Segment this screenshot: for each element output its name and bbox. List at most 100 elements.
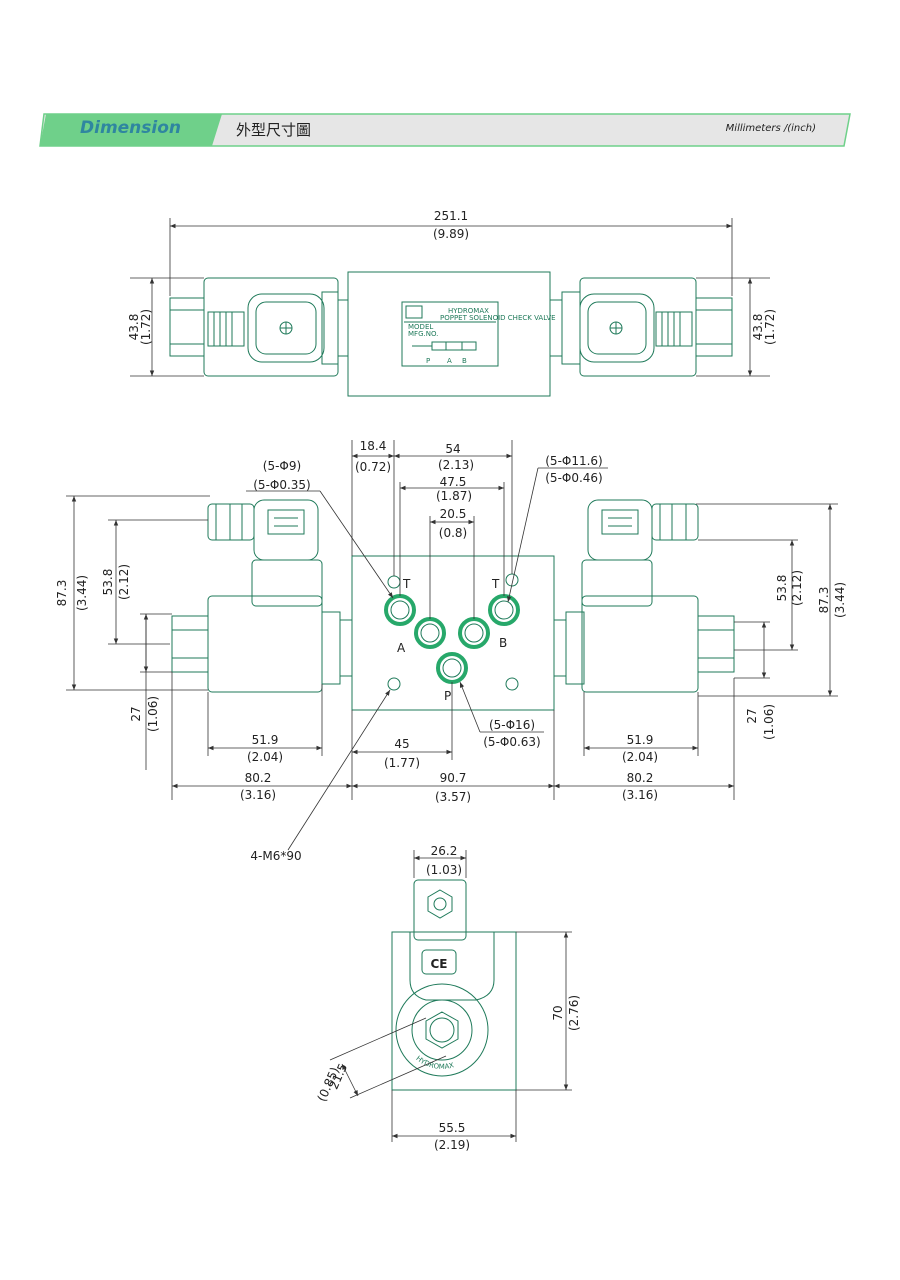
dim-54-mm: 54 (445, 442, 460, 456)
dim-right-519-in: (2.04) (622, 750, 658, 764)
dim-side-top-in: (1.03) (426, 863, 462, 877)
side-coil-ring (395, 983, 489, 1077)
front-view: T T A B P 18.4 (0.72) 54 (2.13) 47.5 (1.… (55, 439, 847, 863)
dim-475-in: (1.87) (436, 489, 472, 503)
dim-left-802-in: (3.16) (240, 788, 276, 802)
mount-thread-label: 4-M6*90 (250, 849, 301, 863)
top-right-solenoid (579, 277, 697, 377)
plate-mfg-label: MFG.NO. (408, 330, 438, 338)
plate-brand: HYDROMAX (448, 307, 489, 315)
plate-model-label: MODEL (408, 323, 433, 331)
dim-right-519-mm: 51.9 (627, 733, 654, 747)
dim-45-in: (1.77) (384, 756, 420, 770)
callout-hole16-in: (5-Φ0.63) (483, 735, 541, 749)
dim-left-873-in: (3.44) (75, 575, 89, 611)
dim-right-27-mm: 27 (745, 708, 759, 723)
port-p (436, 652, 468, 684)
dim-side-height-mm: 70 (551, 1005, 565, 1020)
side-body (391, 931, 517, 1091)
units-label: Millimeters /(inch) (725, 123, 816, 134)
front-left-end-fitting (171, 615, 209, 673)
front-right-connector (587, 499, 653, 561)
label-t-right: T (491, 577, 500, 591)
top-view: HYDROMAX POPPET SOLENOID CHECK VALVE MOD… (127, 209, 777, 397)
dim-overall-mm: 251.1 (434, 209, 468, 223)
dim-overall-in: (9.89) (433, 227, 469, 241)
front-left-cable-gland (207, 503, 255, 541)
port-t-left (384, 594, 416, 626)
manifold-body (351, 555, 555, 711)
top-left-solenoid (203, 277, 339, 377)
dim-205-in: (0.8) (439, 526, 467, 540)
dim-right-height-mm: 43.8 (751, 314, 765, 341)
dim-45-mm: 45 (394, 737, 409, 751)
dim-left-height-mm: 43.8 (127, 314, 141, 341)
dim-left-27-mm: 27 (129, 706, 143, 721)
port-a (414, 617, 446, 649)
label-a: A (397, 641, 406, 655)
ce-mark: CE (430, 957, 447, 971)
dim-side-height-in: (2.76) (567, 995, 581, 1031)
front-left-connector (253, 499, 319, 561)
dim-center-907-mm: 90.7 (440, 771, 467, 785)
dim-left-538-mm: 53.8 (101, 569, 115, 596)
dim-184-mm: 18.4 (360, 439, 387, 453)
dim-184-in: (0.72) (355, 460, 391, 474)
dim-side-width-mm: 55.5 (439, 1121, 466, 1135)
dim-right-height-in: (1.72) (763, 309, 777, 345)
plate-port-a: A (447, 357, 452, 365)
dim-475-mm: 47.5 (440, 475, 467, 489)
dim-right-27-in: (1.06) (762, 704, 776, 740)
dim-left-519-in: (2.04) (247, 750, 283, 764)
callout-hole16-mm: (5-Φ16) (489, 718, 535, 732)
header-band (39, 113, 851, 147)
callout-hole9-mm: (5-Φ9) (263, 459, 301, 473)
dim-left-802-mm: 80.2 (245, 771, 272, 785)
side-connector-nut-icon (427, 889, 453, 919)
front-right-end-fitting (697, 615, 735, 673)
plate-port-p: P (426, 357, 430, 365)
section-header: Dimension 外型尺寸圖 Millimeters /(inch) (38, 112, 856, 148)
front-right-cable-gland (651, 503, 699, 541)
label-p: P (444, 689, 451, 703)
callout-hole9-in: (5-Φ0.35) (253, 478, 311, 492)
dim-left-538-in: (2.12) (117, 564, 131, 600)
port-t-right (488, 594, 520, 626)
valve-symbol-icon (431, 341, 477, 351)
side-nut-icon (425, 1011, 459, 1049)
dim-side-top-mm: 26.2 (431, 844, 458, 858)
dim-left-27-in: (1.06) (146, 696, 160, 732)
mount-hole-bottom-left (387, 677, 401, 691)
callout-hole116-in: (5-Φ0.46) (545, 471, 603, 485)
front-right-solenoid (581, 595, 699, 693)
side-connector (413, 879, 467, 941)
dim-left-873-mm: 87.3 (55, 580, 69, 607)
callout-hole116-mm: (5-Φ11.6) (545, 454, 603, 468)
top-left-coil-connector (247, 293, 325, 363)
top-valve-body (347, 271, 551, 397)
dim-left-height-in: (1.72) (139, 309, 153, 345)
side-brand: HYDROMAX (414, 1054, 455, 1071)
front-left-solenoid (207, 595, 323, 693)
dim-right-873-mm: 87.3 (817, 587, 831, 614)
dim-205-mm: 20.5 (440, 507, 467, 521)
plate-subtitle: POPPET SOLENOID CHECK VALVE (440, 314, 556, 322)
label-t-left: T (402, 577, 411, 591)
brand-logo-icon (405, 305, 423, 319)
label-b: B (499, 636, 507, 650)
top-left-end-fitting (169, 297, 205, 357)
dimension-title: Dimension (80, 118, 182, 138)
dim-right-538-mm: 53.8 (775, 575, 789, 602)
dim-center-907-in: (3.57) (435, 790, 471, 804)
port-b (458, 617, 490, 649)
dim-right-802-mm: 80.2 (627, 771, 654, 785)
chinese-title: 外型尺寸圖 (236, 121, 312, 139)
mount-hole-bottom-right (505, 677, 519, 691)
top-right-end-fitting (695, 297, 733, 357)
dim-side-width-in: (2.19) (434, 1138, 470, 1152)
small-hole-top-left (387, 575, 401, 589)
name-plate (401, 301, 499, 367)
dim-right-873-in: (3.44) (833, 582, 847, 618)
dim-left-519-mm: 51.9 (252, 733, 279, 747)
